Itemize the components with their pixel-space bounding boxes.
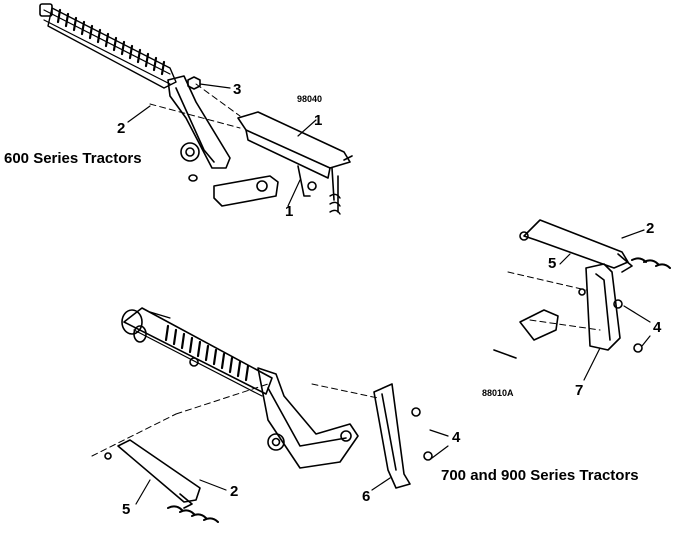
callout-right-4: 4	[653, 319, 662, 336]
figure-code-top: 98040	[297, 94, 323, 104]
bottom-dash-lines	[91, 383, 379, 457]
bottom-lever-arm	[257, 367, 359, 469]
bottom-drawbar-link	[104, 439, 201, 509]
callout-top-1-lower: 1	[285, 203, 294, 220]
callout-top-1-upper: 1	[314, 112, 323, 129]
callout-bottom-6: 6	[362, 488, 371, 505]
callout-right-7: 7	[575, 382, 584, 399]
heading-600-series: 600 Series Tractors	[4, 150, 142, 167]
right-dash-lines	[507, 271, 601, 331]
right-mount-plate	[578, 263, 643, 353]
top-spring	[39, 3, 177, 89]
callout-bottom-5: 5	[122, 501, 131, 518]
right-leader-lines	[559, 229, 651, 381]
bottom-chain	[167, 505, 219, 523]
right-partial-lever	[493, 309, 559, 359]
top-lever-arm	[167, 75, 279, 207]
callout-right-2: 2	[646, 220, 655, 237]
callout-bottom-2: 2	[230, 483, 239, 500]
top-drawbar-bracket	[237, 111, 353, 215]
bottom-cylinder	[121, 307, 273, 397]
right-chain	[631, 257, 671, 269]
callout-bottom-4: 4	[452, 429, 461, 446]
top-hex-nut	[187, 76, 201, 90]
callout-top-3: 3	[233, 81, 242, 98]
right-drawbar-link	[519, 219, 633, 273]
callout-top-2: 2	[117, 120, 126, 137]
bottom-leader-lines	[135, 429, 449, 505]
heading-700-900-series: 700 and 900 Series Tractors	[441, 467, 639, 484]
callout-right-5: 5	[548, 255, 557, 272]
figure-code-bottom: 88010A	[482, 388, 514, 398]
top-leader-lines	[127, 83, 317, 207]
bottom-mount-plate	[373, 383, 433, 489]
top-dash-lines	[149, 83, 241, 129]
